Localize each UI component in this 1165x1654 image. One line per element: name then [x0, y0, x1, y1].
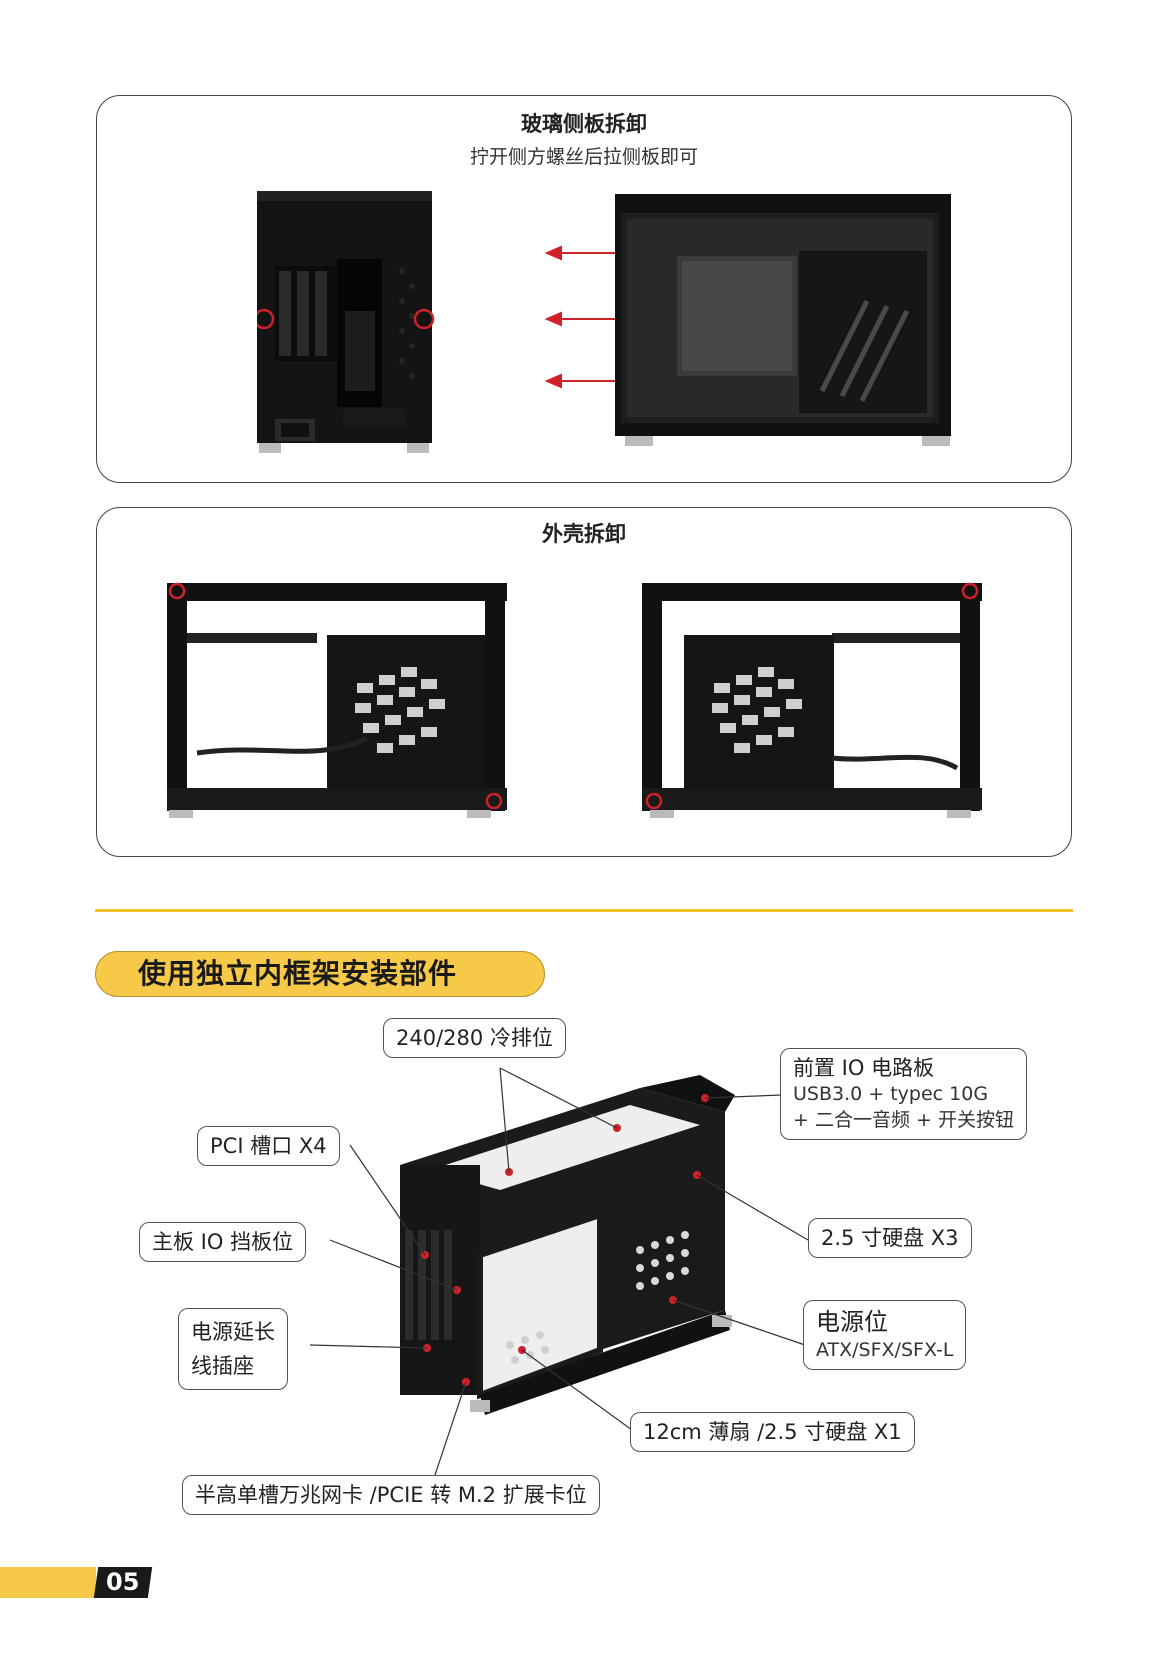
callout-front-io: 前置 IO 电路板 USB3.0 + typec 10G + 二合一音频 + 开… — [780, 1048, 1027, 1140]
callout-hdd: 2.5 寸硬盘 X3 — [808, 1218, 972, 1258]
section-title-pill: 使用独立内框架安装部件 — [95, 951, 545, 997]
callout-psu: 电源位 ATX/SFX/SFX-L — [803, 1300, 967, 1370]
callout-front-io-title: 前置 IO 电路板 — [793, 1056, 935, 1080]
inner-frame-diagram — [309, 1067, 809, 1476]
callout-radiator: 240/280 冷排位 — [383, 1018, 566, 1058]
page-number-text: 05 — [106, 1568, 140, 1596]
shell-removal-box: 外壳拆卸 — [96, 507, 1072, 857]
callout-psu-extension-line2: 线插座 — [191, 1354, 254, 1378]
callout-psu-extension: 电源延长 线插座 — [178, 1308, 288, 1390]
callout-fan: 12cm 薄扇 /2.5 寸硬盘 X1 — [630, 1412, 915, 1452]
case-side-view-image — [544, 194, 951, 446]
screw-marker-right — [413, 308, 435, 330]
section-divider — [95, 909, 1073, 912]
callout-pci-slots: PCI 槽口 X4 — [197, 1126, 340, 1166]
callout-front-io-line2: + 二合一音频 + 开关按钮 — [793, 1109, 1014, 1131]
callout-psu-sub: ATX/SFX/SFX-L — [816, 1339, 954, 1361]
screw-marker-top-right — [961, 582, 979, 600]
screw-marker-top-left — [168, 582, 186, 600]
callout-motherboard-io: 主板 IO 挡板位 — [139, 1222, 307, 1262]
screw-marker-left — [257, 308, 275, 330]
callout-psu-title: 电源位 — [816, 1308, 888, 1336]
callout-front-io-line1: USB3.0 + typec 10G — [793, 1083, 989, 1105]
glass-panel-removal-box: 玻璃侧板拆卸 拧开侧方螺丝后拉侧板即可 — [96, 95, 1072, 483]
glass-panel-title: 玻璃侧板拆卸 — [521, 112, 647, 136]
frame-right-view-image — [642, 582, 982, 818]
frame-left-view-image — [167, 582, 507, 818]
page-number: 05 — [93, 1567, 153, 1598]
callout-expansion-card: 半高单槽万兆网卡 /PCIE 转 M.2 扩展卡位 — [182, 1475, 600, 1515]
page-number-bar — [0, 1567, 96, 1598]
case-rear-view-image — [257, 191, 435, 453]
callout-psu-extension-line1: 电源延长 — [191, 1320, 275, 1344]
screw-marker-bottom-right — [485, 792, 503, 810]
screw-marker-bottom-left — [645, 792, 663, 810]
glass-panel-subtitle: 拧开侧方螺丝后拉侧板即可 — [469, 146, 698, 168]
shell-removal-title: 外壳拆卸 — [542, 522, 626, 546]
